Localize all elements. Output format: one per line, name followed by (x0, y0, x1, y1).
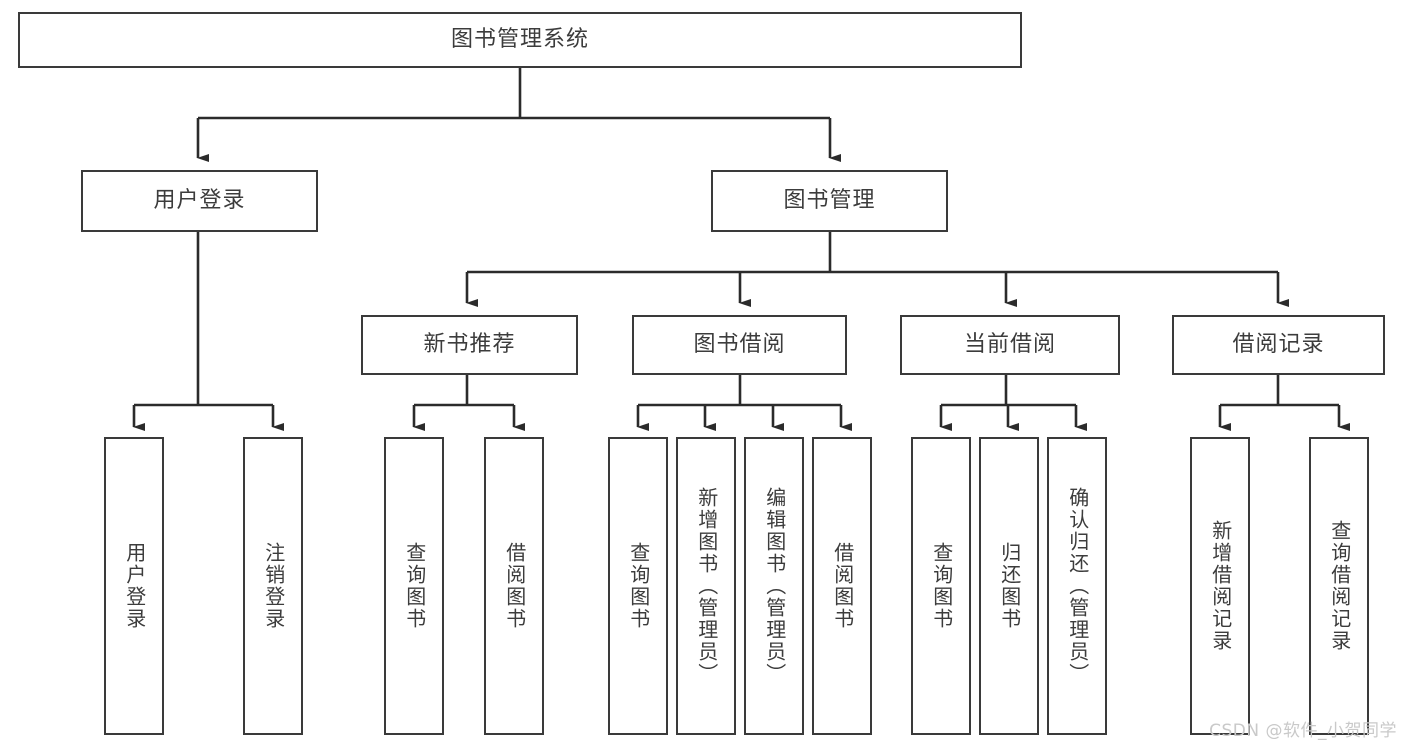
node-label: 查询图书 (626, 542, 651, 630)
node-current-borrowing[interactable]: 当前借阅 (900, 315, 1120, 375)
node-leaf-user-login[interactable]: 用户登录 (104, 437, 164, 735)
node-leaf-query-book-borrowing[interactable]: 查询图书 (608, 437, 668, 735)
node-label: 查询图书 (402, 542, 427, 630)
node-label: 用户登录 (122, 542, 147, 630)
node-book-management[interactable]: 图书管理 (711, 170, 948, 232)
node-label: 查询借阅记录 (1327, 520, 1352, 652)
node-label: 新增借阅记录 (1208, 520, 1233, 652)
node-leaf-add-book-admin[interactable]: 新增图书（管理员） (676, 437, 736, 735)
node-label: 新书推荐 (423, 332, 516, 358)
node-label: 确认归还（管理员） (1065, 487, 1090, 685)
node-book-borrowing[interactable]: 图书借阅 (632, 315, 847, 375)
node-label: 借阅图书 (830, 542, 855, 630)
node-leaf-return-book[interactable]: 归还图书 (979, 437, 1039, 735)
node-borrowing-record[interactable]: 借阅记录 (1172, 315, 1385, 375)
node-leaf-borrow-book-recommend[interactable]: 借阅图书 (484, 437, 544, 735)
node-label: 用户登录 (153, 188, 246, 214)
node-leaf-query-borrow-record[interactable]: 查询借阅记录 (1309, 437, 1369, 735)
node-leaf-edit-book-admin[interactable]: 编辑图书（管理员） (744, 437, 804, 735)
node-leaf-logout[interactable]: 注销登录 (243, 437, 303, 735)
node-label: 图书管理系统 (450, 27, 589, 53)
node-leaf-add-borrow-record[interactable]: 新增借阅记录 (1190, 437, 1250, 735)
node-label: 编辑图书（管理员） (762, 487, 787, 685)
node-label: 注销登录 (261, 542, 286, 630)
node-leaf-query-book-current[interactable]: 查询图书 (911, 437, 971, 735)
node-label: 借阅图书 (502, 542, 527, 630)
node-leaf-borrow-book[interactable]: 借阅图书 (812, 437, 872, 735)
node-label: 查询图书 (929, 542, 954, 630)
node-leaf-query-book-recommend[interactable]: 查询图书 (384, 437, 444, 735)
node-label: 图书借阅 (693, 332, 786, 358)
node-label: 借阅记录 (1232, 332, 1325, 358)
node-leaf-confirm-return-admin[interactable]: 确认归还（管理员） (1047, 437, 1107, 735)
node-root-system[interactable]: 图书管理系统 (18, 12, 1022, 68)
node-label: 图书管理 (783, 188, 876, 214)
node-label: 当前借阅 (963, 332, 1056, 358)
node-new-book-recommendation[interactable]: 新书推荐 (361, 315, 578, 375)
node-label: 新增图书（管理员） (694, 487, 719, 685)
node-user-login[interactable]: 用户登录 (81, 170, 318, 232)
node-label: 归还图书 (997, 542, 1022, 630)
